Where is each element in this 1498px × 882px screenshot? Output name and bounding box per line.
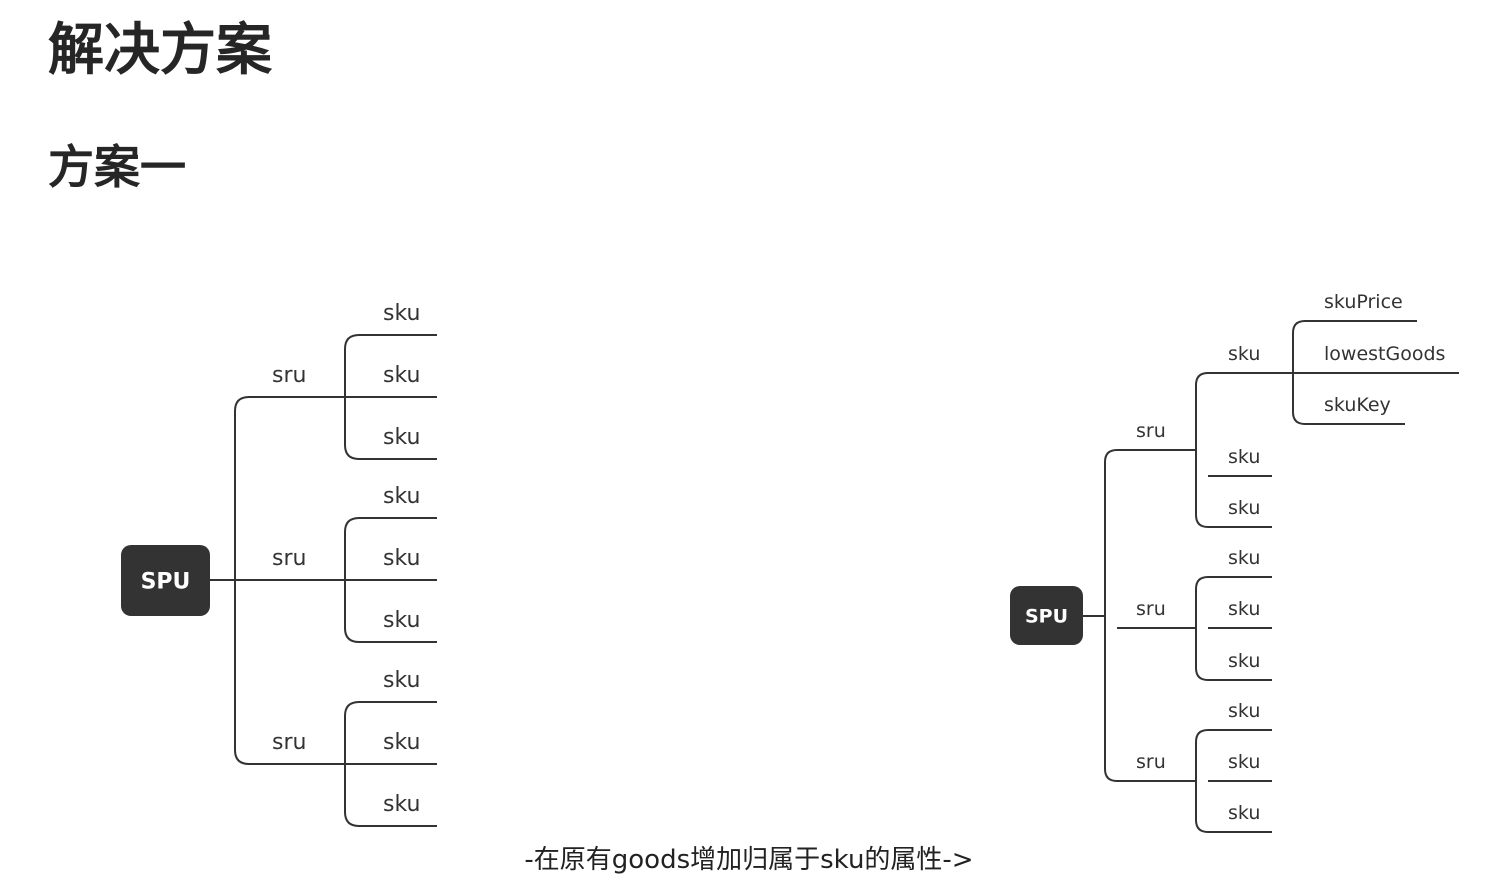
sru-branch: sru sku sku sku: [249, 668, 437, 827]
right-mind-map: SPUsruskuskuPricelowestGoodsskuKeyskusku…: [1010, 291, 1459, 833]
sru-trunk-connector: [1104, 449, 1118, 782]
sku-attribute-node: skuKey: [1305, 394, 1405, 425]
sku-label: sku: [383, 484, 420, 509]
root-node-spu: SPU: [1010, 586, 1083, 645]
root-node-label: SPU: [1025, 605, 1068, 627]
root-node-spu: SPU: [121, 545, 210, 616]
sku-label: sku: [383, 792, 420, 817]
sku-label: sku: [383, 608, 420, 633]
sku-node: sku: [1208, 547, 1272, 578]
sku-node: sku: [359, 425, 437, 460]
sku-label: sku: [383, 301, 420, 326]
sru-branch: sru sku skuPrice lowestGoods skuKey sku sku: [1117, 291, 1459, 528]
sku-node: sku: [359, 608, 437, 643]
sku-node: sku: [359, 668, 437, 703]
sku-attribute-label: skuKey: [1324, 394, 1391, 416]
root-node-label: SPU: [141, 569, 191, 594]
sku-node: sku: [359, 301, 437, 336]
sku-connector: [1195, 372, 1209, 528]
sku-node: sku: [1208, 751, 1272, 782]
sku-node: sku: [345, 363, 437, 398]
sku-node: sku: [1208, 598, 1272, 629]
sru-branch: sru sku sku sku: [249, 301, 437, 460]
sku-label: sku: [1228, 446, 1260, 468]
left-mind-map: SPU sru sku sku sku sru sku sku sku sru sku sku sku: [121, 301, 437, 827]
sku-label: sku: [1228, 547, 1260, 569]
page-title: 解决方案: [48, 18, 272, 83]
sku-label: sku: [383, 668, 420, 693]
sku-node: sku: [359, 484, 437, 519]
root-node-box: [1010, 586, 1083, 645]
sku-attribute-node: skuPrice: [1305, 291, 1417, 322]
sku-attribute-label: lowestGoods: [1324, 343, 1445, 365]
sru-label: sru: [272, 730, 306, 755]
sku-node: sku: [359, 792, 437, 827]
sku-label: sku: [1228, 598, 1260, 620]
sku-attribute-node: lowestGoods: [1293, 343, 1459, 374]
sku-node: sku: [345, 730, 437, 765]
sku-label: sku: [1228, 802, 1260, 824]
sku-label: sku: [1228, 343, 1260, 365]
section-title: 方案一: [48, 140, 186, 194]
sku-connector: [1195, 576, 1209, 681]
sku-node: sku: [1208, 650, 1272, 681]
sru-label: sru: [1136, 598, 1166, 620]
sru-label: sru: [272, 363, 306, 388]
sku-connector: [1195, 729, 1209, 833]
sku-label: sku: [383, 546, 420, 571]
sru-branch: sru sku sku sku: [1117, 547, 1272, 681]
sku-attribute-label: skuPrice: [1324, 291, 1403, 313]
sru-label: sru: [1136, 420, 1166, 442]
sku-label: sku: [1228, 700, 1260, 722]
sku-node: sku skuPrice lowestGoods skuKey: [1208, 291, 1459, 425]
sku-node: sku: [1208, 497, 1272, 528]
sru-branch: sru sku sku sku: [1117, 700, 1272, 833]
sku-node: sku: [1208, 700, 1272, 731]
sku-label: sku: [383, 730, 420, 755]
sku-node: sku: [1208, 446, 1272, 477]
sru-label: sru: [1136, 751, 1166, 773]
sku-label: sku: [1228, 497, 1260, 519]
sku-label: sku: [1228, 751, 1260, 773]
sku-label: sku: [1228, 650, 1260, 672]
sku-label: sku: [383, 425, 420, 450]
sku-label: sku: [383, 363, 420, 388]
diagram-caption: -在原有goods增加归属于sku的属性->: [524, 845, 974, 875]
sku-node: sku: [345, 546, 437, 581]
root-node-box: [121, 545, 210, 616]
sru-label: sru: [272, 546, 306, 571]
sru-branch: sru sku sku sku: [235, 484, 437, 643]
sku-node: sku: [1208, 802, 1272, 833]
